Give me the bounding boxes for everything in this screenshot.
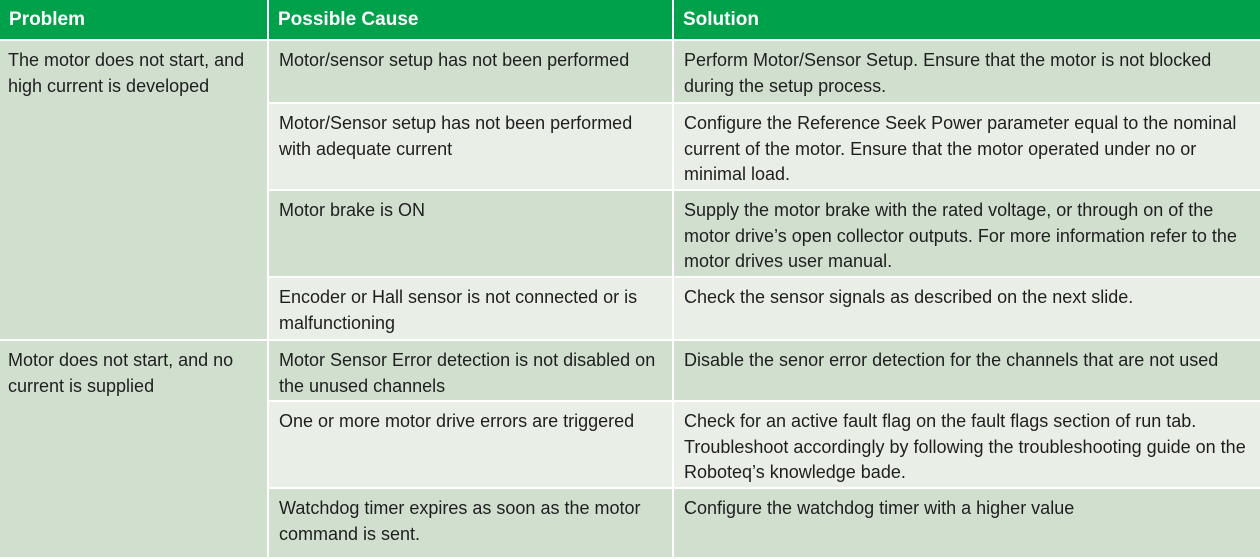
header-row: Problem Possible Cause Solution (0, 0, 1260, 41)
solution-cell: Configure the watchdog timer with a high… (673, 488, 1260, 559)
header-solution: Solution (673, 0, 1260, 41)
problem-cell: Motor does not start, and no current is … (0, 340, 269, 559)
solution-cell: Check the sensor signals as described on… (673, 277, 1260, 341)
cause-cell: Motor/sensor setup has not been performe… (268, 40, 674, 104)
table-row: Encoder or Hall sensor is not connected … (0, 277, 1260, 341)
cause-cell: Motor Sensor Error detection is not disa… (268, 340, 674, 402)
solution-cell: Check for an active fault flag on the fa… (673, 401, 1260, 489)
table-row: Motor brake is ON Supply the motor brake… (0, 190, 1260, 278)
problem-cell: The motor does not start, and high curre… (0, 40, 269, 341)
solution-cell: Disable the senor error detection for th… (673, 340, 1260, 402)
header-possible-cause: Possible Cause (268, 0, 674, 41)
table-row: Motor/Sensor setup has not been performe… (0, 103, 1260, 191)
solution-cell: Perform Motor/Sensor Setup. Ensure that … (673, 40, 1260, 104)
header-problem: Problem (0, 0, 269, 41)
table-row: The motor does not start, and high curre… (0, 40, 1260, 341)
solution-cell: Supply the motor brake with the rated vo… (673, 190, 1260, 278)
cause-cell: Motor/Sensor setup has not been performe… (268, 103, 674, 191)
cause-cell: Watchdog timer expires as soon as the mo… (268, 488, 674, 559)
table-row: One or more motor drive errors are trigg… (0, 401, 1260, 489)
table-row: Motor does not start, and no current is … (0, 340, 1260, 559)
cause-cell: One or more motor drive errors are trigg… (268, 401, 674, 489)
cause-cell: Motor brake is ON (268, 190, 674, 278)
solution-cell: Configure the Reference Seek Power param… (673, 103, 1260, 191)
cause-cell: Encoder or Hall sensor is not connected … (268, 277, 674, 341)
